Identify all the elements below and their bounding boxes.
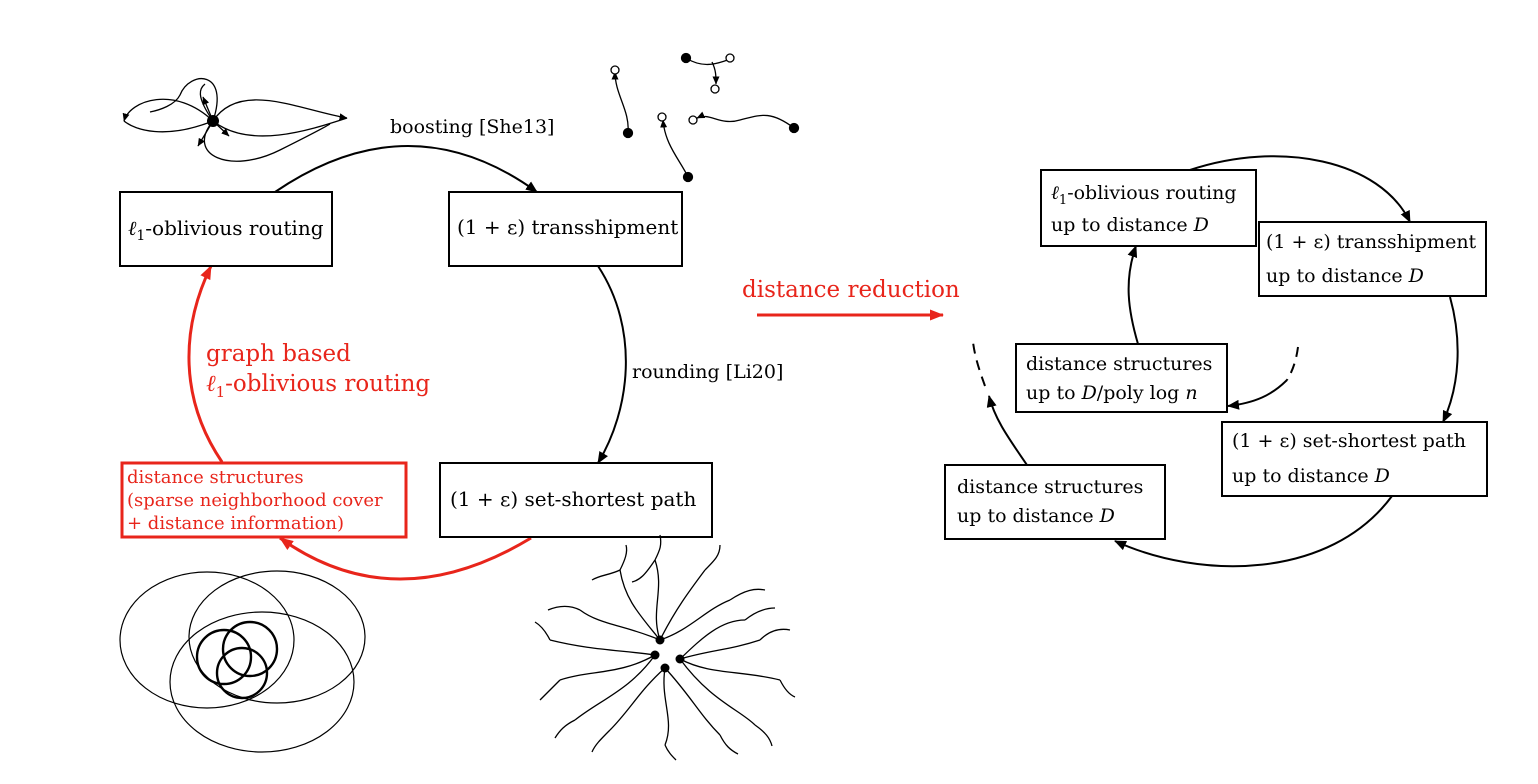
box-oblivious-routing: ℓ1-oblivious routing — [119, 191, 333, 267]
arrow-dist-to-gap — [986, 395, 1028, 466]
right-box-oblivious-routing: ℓ1-oblivious routing up to distance D — [1040, 169, 1257, 247]
box-distance-structures-line3: + distance information) — [127, 513, 344, 534]
box-distance-structures: distance structures (sparse neighborhood… — [120, 461, 408, 539]
boosting-label: boosting [She13] — [390, 116, 554, 138]
right-box-transshipment-line1: (1 + ε) transshipment — [1266, 231, 1477, 253]
box-distance-structures-line2: (sparse neighborhood cover — [127, 490, 383, 511]
distance-reduction-label: distance reduction — [742, 277, 960, 303]
oblivious-routing-illustration — [122, 78, 348, 162]
red-arrow-to-oblivious-routing — [187, 265, 224, 463]
right-box-set-shortest-path: (1 + ε) set-shortest path up to distance… — [1221, 421, 1488, 497]
right-box-transshipment-line2: up to distance D — [1266, 265, 1424, 287]
box-transshipment: (1 + ε) transshipment — [448, 191, 683, 267]
arrow-gap-to-inner — [1227, 379, 1288, 410]
transshipment-illustration — [610, 52, 800, 183]
graph-based-label: graph based — [206, 341, 351, 367]
neighborhood-cover-illustration — [119, 570, 366, 753]
right-box-set-shortest-path-line2: up to distance D — [1232, 465, 1390, 487]
right-box-set-shortest-path-line1: (1 + ε) set-shortest path — [1232, 430, 1466, 452]
right-box-oblivious-routing-line2: up to distance D — [1051, 214, 1209, 236]
rounding-arrow — [597, 265, 627, 464]
right-box-distance-structures: distance structures up to distance D — [944, 464, 1166, 540]
right-box-inner-line2: up to D/poly log n — [1026, 382, 1198, 404]
right-box-inner-line1: distance structures — [1026, 353, 1212, 375]
arrow-setsp-to-dist — [1114, 495, 1393, 568]
box-distance-structures-line1: distance structures — [127, 467, 304, 488]
distance-reduction: distance reduction — [742, 277, 960, 321]
box-set-shortest-path: (1 + ε) set-shortest path — [439, 462, 713, 538]
right-box-distance-structures-line1: distance structures — [957, 476, 1143, 498]
boosting-arrow — [274, 145, 538, 193]
rounding-label: rounding [Li20] — [632, 361, 783, 383]
box-set-shortest-path-label: (1 + ε) set-shortest path — [450, 487, 696, 511]
right-box-oblivious-routing-line1: ℓ1-oblivious routing — [1051, 182, 1237, 208]
shortest-path-tree-illustration — [534, 534, 796, 761]
arrow-transship-to-setsp — [1442, 296, 1459, 423]
arrow-oblivious-to-transship — [1189, 155, 1411, 223]
left-cycle: boosting [She13] rounding [Li20] graph b… — [119, 116, 783, 581]
dashed-gap-left — [972, 341, 986, 387]
red-arrow-to-distance-structures — [279, 536, 532, 581]
right-box-transshipment: (1 + ε) transshipment up to distance D — [1258, 221, 1487, 297]
right-box-distance-structures-line2: up to distance D — [957, 505, 1115, 527]
right-cycle: ℓ1-oblivious routing up to distance D (1… — [944, 155, 1488, 568]
right-box-inner-distance-structures: distance structures up to D/poly log n — [1015, 343, 1228, 413]
arrow-inner-to-oblivious — [1127, 245, 1139, 345]
box-oblivious-routing-label: ℓ1-oblivious routing — [128, 216, 324, 244]
graph-based-label-line2: ℓ1-oblivious routing — [206, 371, 430, 401]
dashed-gap-right — [1286, 346, 1299, 381]
box-transshipment-label: (1 + ε) transshipment — [457, 215, 678, 239]
